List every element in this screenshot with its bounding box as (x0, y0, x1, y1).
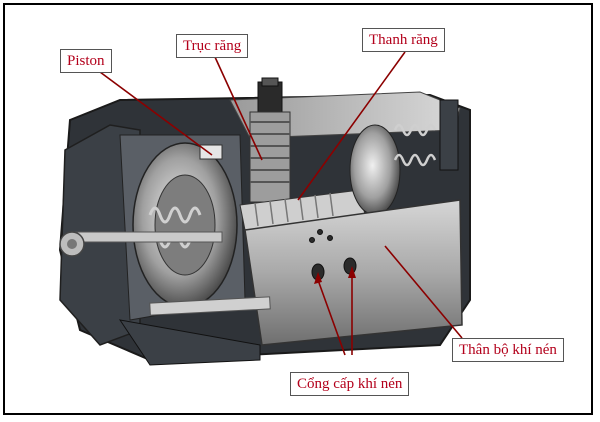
label-thanh-rang-text: Thanh răng (369, 32, 438, 48)
leader-lines (99, 51, 463, 356)
label-cong-cap-text: Cổng cấp khí nén (297, 376, 403, 392)
right-springs (393, 123, 437, 167)
label-than-bo: Thân bộ khí nén (452, 338, 564, 362)
lower-rod (149, 296, 271, 316)
long-bolt (71, 231, 223, 243)
label-piston: Piston (60, 49, 112, 73)
pinion-gear (249, 111, 291, 203)
diagram-frame (3, 3, 593, 415)
label-truc-rang: Trục răng (176, 34, 249, 58)
label-thanh-rang: Thanh răng (362, 28, 445, 52)
label-cong-cap: Cổng cấp khí nén (290, 372, 410, 396)
label-than-bo-text: Thân bộ khí nén (459, 342, 557, 358)
label-truc-rang-text: Trục răng (183, 38, 242, 54)
right-piston (349, 124, 401, 216)
label-piston-text: Piston (67, 53, 105, 69)
